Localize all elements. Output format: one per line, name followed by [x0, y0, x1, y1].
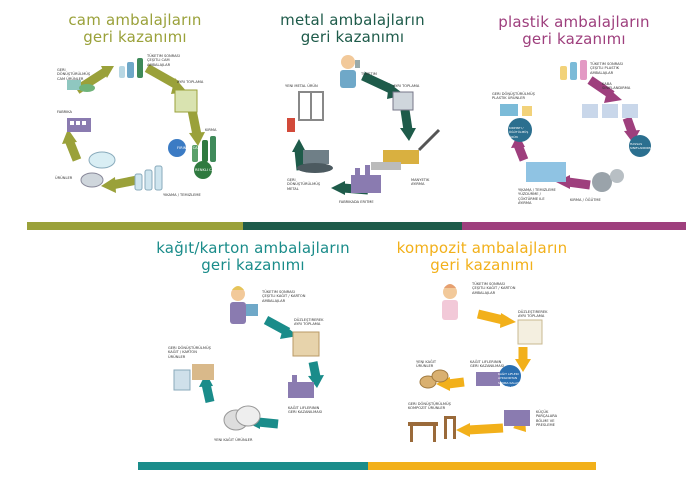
glass-label-washing: Yıkama / temizleme — [163, 193, 201, 197]
metal-label-new-product: Yeni metal ürün — [285, 84, 318, 88]
metal-label-recycled: Geri dönüştürülmüş metal — [287, 178, 321, 191]
metal-title-line-1: metal ambalajların — [280, 11, 425, 29]
plastic-cycle-illustration — [500, 60, 651, 192]
metal-panel-bar — [243, 222, 462, 230]
composite-label-new-paper: Yeni kağıt ürünler — [416, 360, 437, 369]
metal-cycle-illustration — [287, 55, 441, 195]
glass-label-crushing: Kırma — [205, 128, 217, 132]
composite-panel-title: kompozit ambalajların geri kazanımı — [368, 240, 596, 274]
plastic-panel-title: plastik ambalajların geri kazanımı — [462, 14, 686, 48]
paper-title-line-1: kağıt/karton ambalajların — [156, 239, 350, 257]
paper-title-line-2: geri kazanımı — [201, 256, 305, 274]
plastic-panel-bar — [462, 222, 686, 230]
composite-title-line-1: kompozit ambalajların — [396, 239, 568, 257]
glass-recycling-panel: cam ambalajların geri kazanımı — [27, 0, 243, 230]
paper-cycle-illustration — [173, 286, 324, 431]
composite-label-pressing: Küçük parçalara bölme ve presleme — [536, 410, 558, 427]
glass-label-factory: Fabrika — [57, 110, 72, 114]
paper-panel-title: kağıt/karton ambalajların geri kazanımı — [138, 240, 368, 274]
metal-panel-title: metal ambalajların geri kazanımı — [243, 12, 462, 46]
paper-panel-bar — [138, 462, 368, 470]
paper-label-new-products: Yeni kağıt ürünler — [214, 438, 253, 442]
glass-label-furnace: Fırında cam — [177, 146, 201, 150]
glass-panel-bar — [27, 222, 243, 230]
composite-cycle-illustration — [408, 284, 543, 442]
glass-title-line-2: geri kazanımı — [83, 28, 187, 46]
plastic-title-line-1: plastik ambalajların — [498, 13, 650, 31]
glass-cycle-illustration — [62, 58, 216, 193]
composite-label-consumption: Tüketim sonrası çeşitli kağıt / karton a… — [472, 282, 516, 295]
glass-label-recycled-products: Geri dönüştürülmüş cam ürünler — [57, 68, 91, 81]
metal-label-consumption: Tüketim — [361, 72, 377, 76]
metal-label-melting: Fabrikada eritme — [339, 200, 374, 204]
plastic-label-consumption: Tüketim sonrası çeşitli plastik ambalajl… — [590, 62, 623, 75]
composite-title-line-2: geri kazanımı — [430, 256, 534, 274]
plastic-label-recycled: Geri dönüştürülmüş plastik ürünler — [492, 92, 535, 101]
composite-label-collection: Düzleştirerek ayrı toplama — [518, 310, 548, 319]
plastic-label-fine-sort: Hassas sınıflandırma — [630, 142, 654, 151]
plastic-title-line-2: geri kazanımı — [522, 30, 626, 48]
glass-label-colored-glass: Renkli cam — [195, 168, 218, 172]
glass-title-line-1: cam ambalajların — [68, 11, 202, 29]
paper-label-fiber: Kağıt liflerinin geri kazanılması — [288, 406, 323, 415]
paper-recycling-panel: kağıt/karton ambalajların geri kazanımı … — [138, 232, 368, 470]
plastic-label-washing: Yıkama / temizleme yüzdürme / çöktürme i… — [518, 188, 556, 205]
plastic-label-flakes: Kırpıntı / öğütülmüş ürün — [509, 126, 529, 139]
composite-label-residual: Kağıt lifleri ayrıldıktan sonra kalan pl… — [498, 372, 520, 394]
paper-label-collection: Düzleştirerek ayrı toplama — [294, 318, 324, 327]
plastic-label-grinding: Kırma / öğütme — [570, 198, 601, 202]
composite-label-fiber: Kağıt liflerinin geri kazanılması — [470, 360, 505, 369]
glass-label-collection: Ayrı toplama — [177, 80, 204, 84]
glass-panel-title: cam ambalajların geri kazanımı — [27, 12, 243, 46]
composite-panel-bar — [368, 462, 596, 470]
composite-recycling-panel: kompozit ambalajların geri kazanımı — [368, 232, 596, 470]
metal-label-collection: Ayrı toplama — [393, 84, 420, 88]
paper-label-consumption: Tüketim sonrası çeşitli kağıt / karton a… — [262, 290, 306, 303]
plastic-label-rough-sort: Kaba sınıflandırma — [602, 82, 631, 91]
plastic-recycling-panel: plastik ambalajların geri kazanımı Tüket… — [462, 0, 686, 230]
composite-label-recycled: Geri dönüştürülmüş kompozit ürünler — [408, 402, 451, 411]
metal-recycling-panel: metal ambalajların geri kazanımı Tüketim — [243, 0, 462, 230]
glass-label-consumption: Tüketim sonrası çeşitli cam ambalajlar — [147, 54, 180, 67]
metal-title-line-2: geri kazanımı — [300, 28, 405, 46]
glass-label-products: Ürünler — [55, 176, 73, 180]
paper-label-recycled: Geri dönüştürülmüş kağıt / karton ürünle… — [168, 346, 211, 359]
metal-label-magnetic: Manyetik ayırma — [411, 178, 430, 187]
